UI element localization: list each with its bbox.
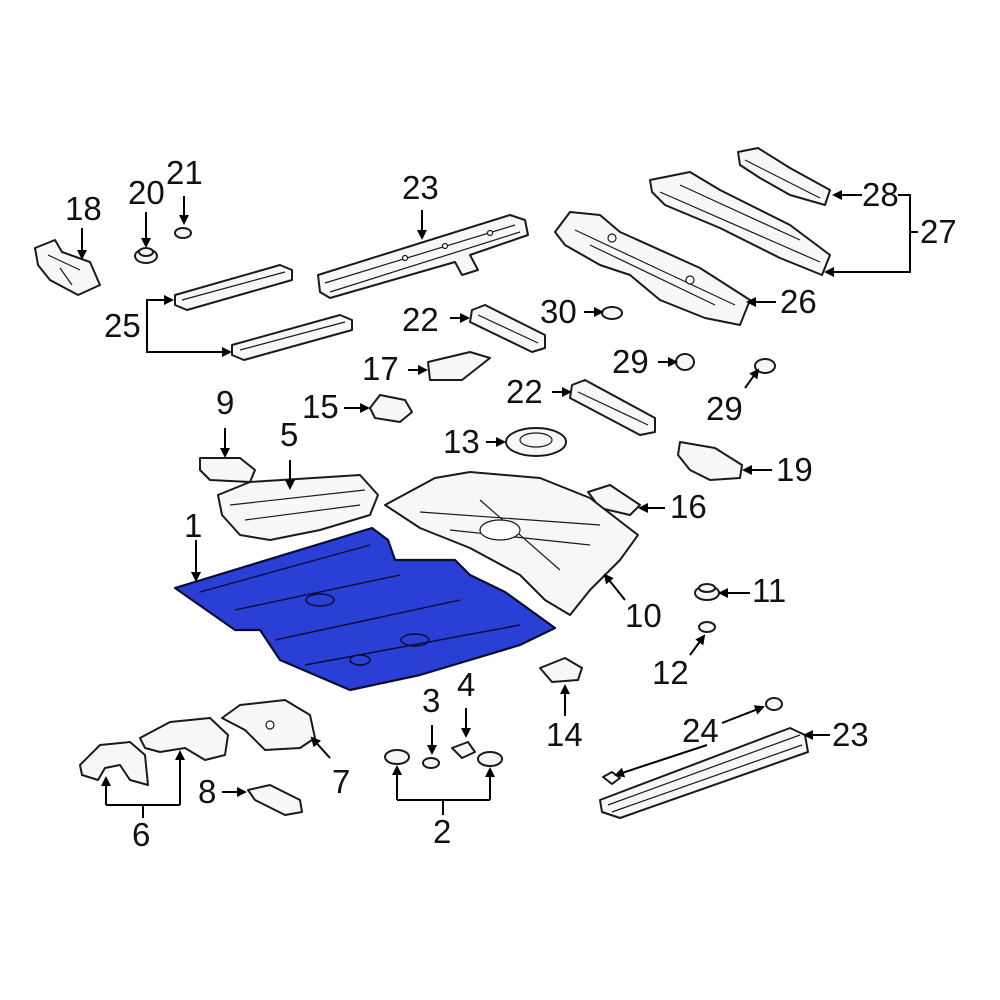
- callout-28: 28: [862, 176, 899, 213]
- part-23-rocker-panel: [599, 727, 809, 819]
- part-2-grommet-right: [477, 751, 503, 767]
- part-5-cross-member: [217, 474, 379, 541]
- part-19-bracket: [677, 441, 743, 481]
- callout-27: 27: [920, 213, 957, 250]
- part-29-clip-lower: [754, 358, 776, 374]
- part-10-rear-floor-pan: [384, 471, 639, 616]
- part-4-plug: [451, 741, 476, 759]
- part-17-bracket: [427, 351, 491, 381]
- part-22-lower-brace: [569, 379, 656, 436]
- callout-10: 10: [625, 597, 662, 634]
- part-27-rear-frame-assembly: [649, 171, 831, 276]
- callout-23-lower: 23: [832, 716, 869, 753]
- callout-30: 30: [540, 293, 577, 330]
- callout-6: 6: [132, 816, 150, 853]
- callout-8: 8: [198, 773, 216, 810]
- callout-17: 17: [362, 350, 399, 387]
- callout-22-lower: 22: [506, 373, 543, 410]
- part-11-plug: [694, 583, 720, 601]
- callout-3: 3: [422, 682, 440, 719]
- part-15-bracket: [369, 394, 413, 423]
- callout-2: 2: [433, 813, 451, 850]
- callout-22-upper: 22: [402, 301, 439, 338]
- callout-numbers: 1 2 3 4 5 6 7 8 9 10 11 12 13 14 15 16 1…: [65, 154, 957, 853]
- part-6-bracket-right: [139, 717, 229, 761]
- callout-13: 13: [443, 423, 480, 460]
- callout-24: 24: [682, 712, 719, 749]
- callout-26: 26: [780, 283, 817, 320]
- part-6-bracket-left: [79, 741, 149, 786]
- callout-1: 1: [184, 507, 202, 544]
- part-28-rear-frame-extension: [737, 147, 831, 206]
- part-24-plug-upper: [765, 697, 783, 711]
- leader-lines: [77, 190, 918, 818]
- callout-15: 15: [302, 388, 339, 425]
- callout-9: 9: [216, 384, 234, 421]
- part-29-clip-upper: [675, 353, 695, 371]
- part-8-bracket: [247, 784, 303, 816]
- callout-14: 14: [546, 716, 583, 753]
- callout-19: 19: [776, 451, 813, 488]
- callout-4: 4: [457, 666, 475, 703]
- part-2-grommet-left: [384, 749, 410, 765]
- part-23-upper-side-rail: [317, 214, 529, 299]
- part-25-lower-rail: [231, 314, 353, 361]
- callout-18: 18: [65, 190, 102, 227]
- part-20-grommet: [134, 247, 158, 264]
- callout-7: 7: [332, 763, 350, 800]
- callout-29-upper: 29: [612, 343, 649, 380]
- part-25-upper-rail: [174, 264, 293, 311]
- part-1-front-floor-pan: [173, 526, 557, 692]
- part-13-plate: [505, 427, 567, 457]
- callout-5: 5: [280, 416, 298, 453]
- part-3-grommet: [422, 757, 440, 769]
- callout-23-upper: 23: [402, 169, 439, 206]
- part-22-upper-brace: [469, 304, 546, 353]
- part-21-plug: [174, 227, 192, 239]
- callout-20: 20: [128, 174, 165, 211]
- part-9-bracket: [199, 457, 256, 483]
- part-14-bracket: [539, 657, 583, 683]
- part-18-bracket: [34, 239, 101, 296]
- callout-12: 12: [652, 654, 689, 691]
- callout-25: 25: [104, 307, 141, 344]
- callout-29-lower: 29: [706, 390, 743, 427]
- callout-21: 21: [166, 154, 203, 191]
- callout-16: 16: [670, 488, 707, 525]
- part-26-rear-frame: [554, 211, 751, 326]
- callout-11: 11: [752, 572, 786, 609]
- part-7-bracket: [221, 699, 316, 751]
- part-12-plug: [698, 621, 716, 633]
- part-30-clip: [601, 306, 623, 320]
